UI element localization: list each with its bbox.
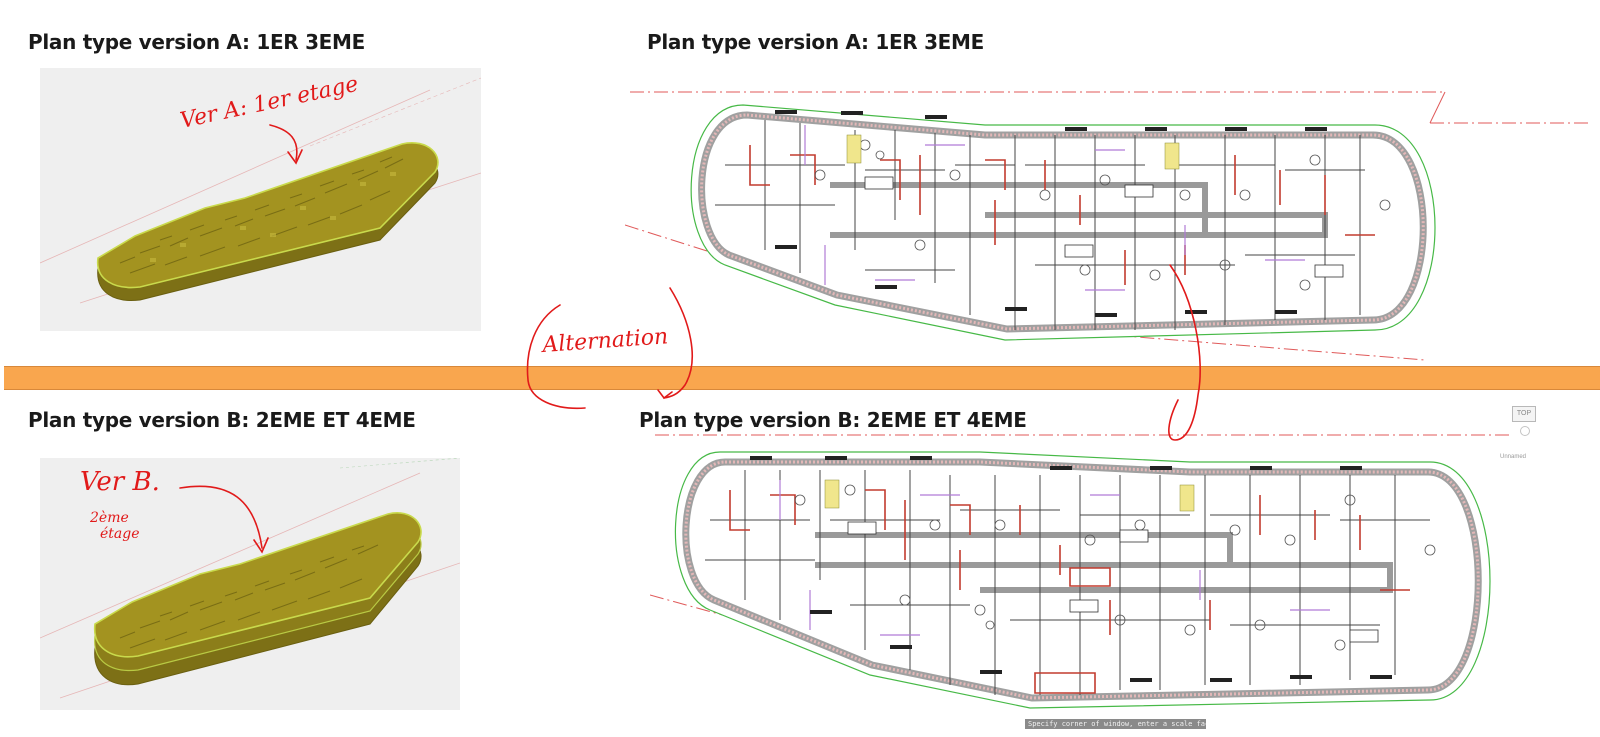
version-b-plan-title: Plan type version B: 2EME ET 4EME	[639, 408, 1027, 432]
ucs-menu[interactable]: Unnamed	[1500, 454, 1527, 460]
version-b-3d-title: Plan type version B: 2EME ET 4EME	[28, 408, 416, 432]
compass-ring-icon[interactable]	[1520, 426, 1530, 436]
version-b-floor-plan	[650, 430, 1510, 722]
version-a-3d-model-image	[40, 77, 481, 304]
alternation-bracket	[526, 304, 586, 410]
version-a-floor-plan-drawing	[625, 91, 1590, 361]
viewcube-widget[interactable]: TOP Unnamed	[1500, 406, 1562, 466]
version-a-3d-title: Plan type version A: 1ER 3EME	[28, 30, 366, 54]
version-b-3d-view	[40, 458, 460, 710]
version-a-plan-title: Plan type version A: 1ER 3EME	[647, 30, 985, 54]
section-divider	[4, 366, 1600, 390]
version-a-3d-view	[40, 68, 481, 331]
command-prompt[interactable]: Specify corner of window, enter a scale …	[1025, 719, 1206, 729]
version-b-floor-plan-drawing	[650, 434, 1510, 709]
viewcube-top-face[interactable]: TOP	[1512, 406, 1536, 422]
version-b-3d-model-image	[40, 458, 460, 699]
version-a-floor-plan	[625, 85, 1600, 365]
